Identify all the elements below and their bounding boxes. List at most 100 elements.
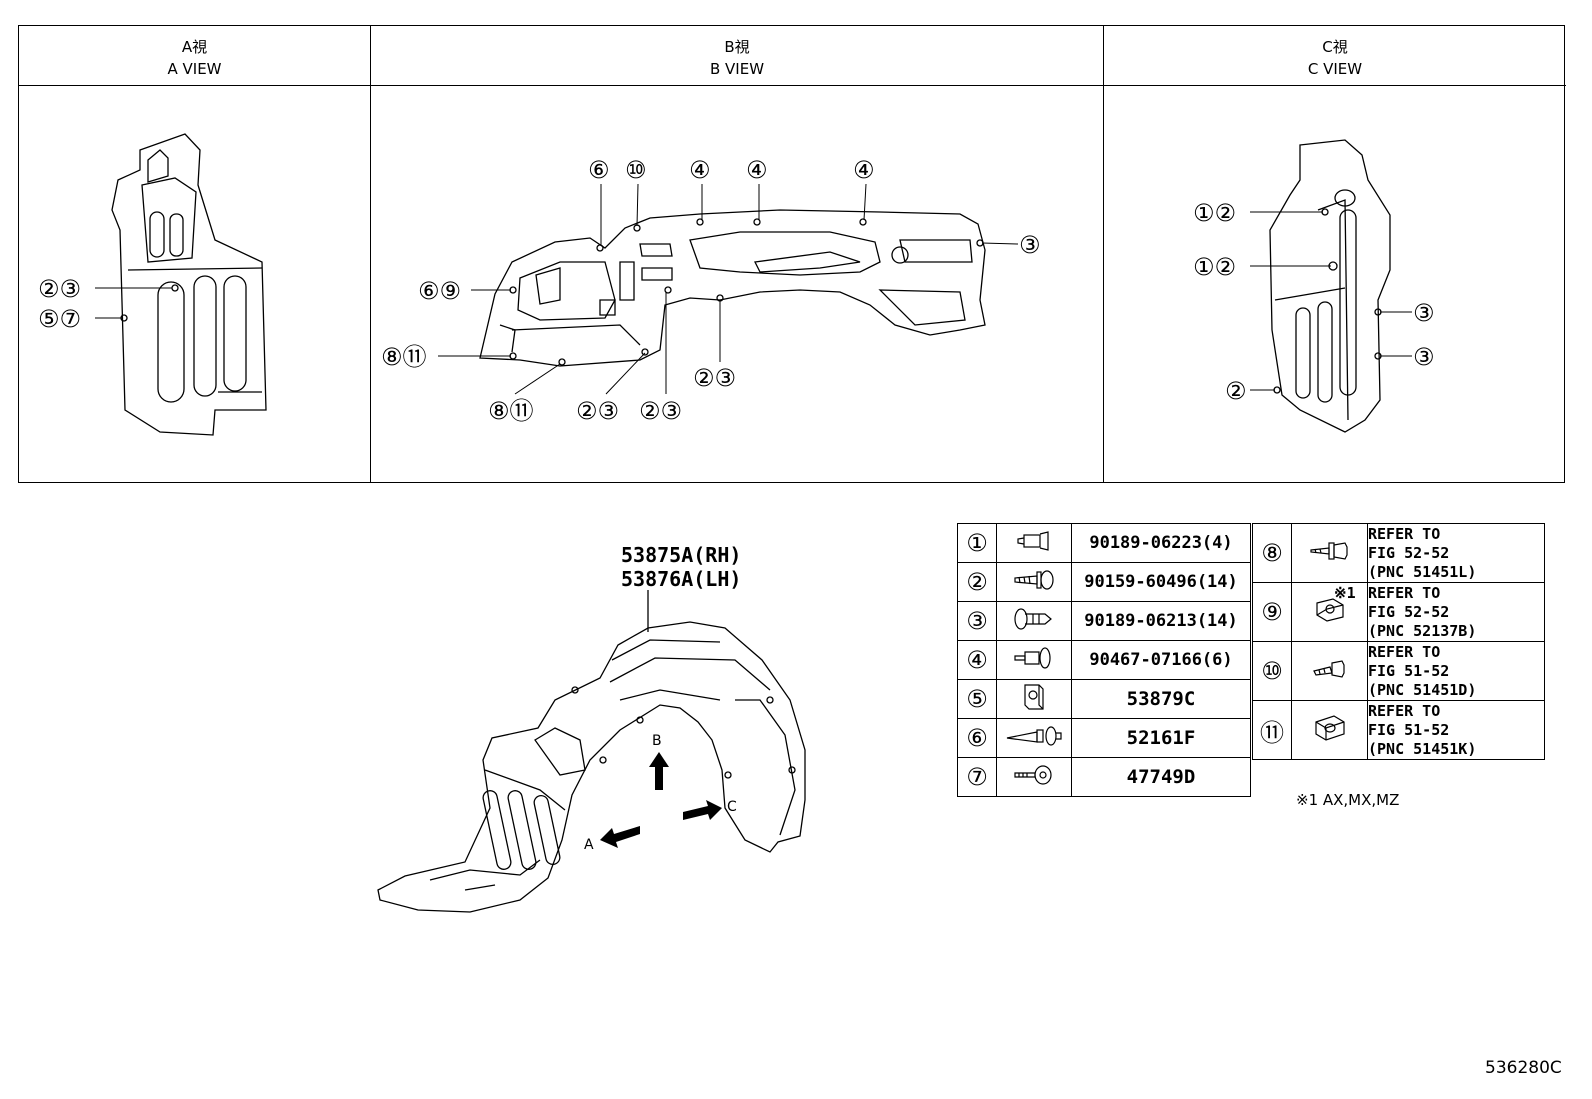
main-part-rh: 53875A(RH) [621, 543, 742, 567]
clip-icon [996, 640, 1072, 680]
ref-line-1: REFER TO [1368, 524, 1441, 543]
table-row: ⑤ 53879C [957, 679, 1251, 719]
view-a-liner-drawing [111, 133, 267, 436]
ref-line-1: REFER TO [1368, 701, 1441, 720]
view-a-heading-en: A VIEW [167, 60, 222, 78]
ref-line-1: REFER TO [1368, 583, 1441, 602]
callout-labels: ②③ ⑤⑦ ⑥ ⑩ ④ ④ ④ ③ ⑥⑨ ⑧⑪ ②③ ⑧⑪ ②③ ②③ ①② ①… [38, 156, 1435, 425]
callout-a-57: ⑤⑦ [38, 305, 81, 333]
callout-b-4c: ④ [853, 156, 875, 184]
part-number-circle: ④ [966, 646, 988, 674]
callout-b-23c: ②③ [639, 397, 682, 425]
callout-leaders [95, 183, 1412, 395]
table-row: ③ 90189-06213(14) [957, 601, 1251, 641]
bolt-icon [1291, 523, 1368, 583]
arrow-b-icon [649, 752, 669, 790]
callout-b-6: ⑥ [588, 156, 610, 184]
part-number-circle: ② [966, 568, 988, 596]
applicability-note: ※1 AX,MX,MZ [1296, 791, 1400, 809]
callout-b-23a: ②③ [693, 364, 736, 392]
nut-clip-icon [1291, 700, 1368, 760]
ref-line-3: (PNC 52137B) [1368, 621, 1477, 640]
part-number: 90467-07166(6) [1071, 640, 1251, 680]
callout-c-3b: ③ [1413, 343, 1435, 371]
nut-clip-icon [996, 679, 1072, 719]
main-part-title: 53875A(RH) 53876A(LH) [621, 543, 741, 591]
callout-b-811b: ⑧⑪ [488, 397, 534, 425]
direction-arrows [600, 752, 722, 848]
ref-number-circle: ⑧ [1261, 539, 1283, 567]
ref-number-circle: ⑪ [1260, 718, 1284, 747]
callout-b-23b: ②③ [576, 397, 619, 425]
ref-text: REFER TO FIG 51-52 (PNC 51451D) [1367, 641, 1545, 701]
view-c-heading: C視 C VIEW [1104, 26, 1566, 86]
view-a-panel: A視 A VIEW [19, 26, 370, 482]
view-b-liner-drawing [479, 209, 986, 367]
ref-line-2: FIG 52-52 [1368, 602, 1450, 621]
ref-line-2: FIG 52-52 [1368, 543, 1450, 562]
part-number: 52161F [1071, 718, 1251, 758]
part-number-circle: ⑦ [966, 763, 988, 791]
view-panels: A視 A VIEW B視 B VIEW C視 C VIEW [18, 25, 1566, 483]
ref-line-2: FIG 51-52 [1368, 661, 1450, 680]
callout-b-10: ⑩ [625, 156, 647, 184]
callout-b-4a: ④ [689, 156, 711, 184]
view-c-liner-drawing [1269, 139, 1391, 433]
ref-line-3: (PNC 51451D) [1368, 680, 1477, 699]
table-row: ⑩ REFER TO FIG 51-52 (PNC 51451D) [1252, 641, 1545, 701]
view-b-heading-jp: B視 [724, 38, 750, 56]
ref-line-2: FIG 51-52 [1368, 720, 1450, 739]
part-number-circle: ① [966, 529, 988, 557]
table-row: ⑪ REFER TO FIG 51-52 (PNC 51451K) [1252, 700, 1545, 760]
callout-b-3: ③ [1019, 231, 1041, 259]
callout-c-2: ② [1225, 377, 1247, 405]
part-number: 90189-06213(14) [1071, 601, 1251, 641]
table-row: ④ 90467-07166(6) [957, 640, 1251, 680]
table-row: ① 90189-06223(4) [957, 523, 1251, 563]
refs-table: ⑧ REFER TO FIG 52-52 (PNC 51451L) ⑨ ※1 R… [1252, 523, 1545, 760]
part-number: 53879C [1071, 679, 1251, 719]
part-number-circle: ⑥ [966, 724, 988, 752]
main-part-lh: 53876A(LH) [621, 567, 742, 591]
callout-a-23: ②③ [38, 275, 81, 303]
callout-c-12a: ①② [1193, 199, 1236, 227]
view-c-panel: C視 C VIEW [1103, 26, 1566, 482]
arrow-c-label: C [727, 799, 737, 815]
part-number: 90189-06223(4) [1071, 523, 1251, 563]
part-number: 47749D [1071, 757, 1251, 797]
nut-clip-icon [1291, 582, 1368, 642]
callout-b-4b: ④ [746, 156, 768, 184]
ref-text: REFER TO FIG 51-52 (PNC 51451K) [1367, 700, 1545, 760]
callout-c-12b: ①② [1193, 253, 1236, 281]
screw-icon [996, 562, 1072, 602]
callout-c-3a: ③ [1413, 299, 1435, 327]
arrow-b-label: B [652, 733, 662, 749]
view-c-heading-en: C VIEW [1307, 60, 1363, 78]
pin-clip-icon [996, 718, 1072, 758]
ref-text: REFER TO FIG 52-52 (PNC 51451L) [1367, 523, 1545, 583]
arrow-a-label: A [584, 837, 594, 853]
view-a-heading-jp: A視 [181, 38, 208, 56]
clip-icon [996, 523, 1072, 563]
ref-text: ※1 REFER TO FIG 52-52 (PNC 52137B) [1334, 582, 1545, 642]
callout-b-811a: ⑧⑪ [381, 343, 427, 371]
table-row: ⑥ 52161F [957, 718, 1251, 758]
ref-line-3: (PNC 51451L) [1368, 562, 1477, 581]
parts-table: ① 90189-06223(4) ② 90159-60496(14) ③ 901… [957, 523, 1251, 797]
view-a-heading: A視 A VIEW [19, 26, 370, 86]
table-row: ⑧ REFER TO FIG 52-52 (PNC 51451L) [1252, 523, 1545, 583]
fender-liner-drawing [377, 621, 806, 913]
ref-line-3: (PNC 51451K) [1368, 739, 1477, 758]
arrow-c-icon [683, 800, 722, 820]
ref-number-circle: ⑩ [1261, 657, 1283, 685]
bolt-icon [1291, 641, 1368, 701]
part-number: 90159-60496(14) [1071, 562, 1251, 602]
table-row: ⑦ 47749D [957, 757, 1251, 797]
view-b-heading: B視 B VIEW [371, 26, 1103, 86]
grommet-icon [996, 757, 1072, 797]
arrow-letters: B C A [584, 733, 737, 853]
table-row: ⑨ ※1 REFER TO FIG 52-52 (PNC 52137B) [1252, 582, 1545, 642]
table-row: ② 90159-60496(14) [957, 562, 1251, 602]
view-c-heading-jp: C視 [1322, 38, 1348, 56]
